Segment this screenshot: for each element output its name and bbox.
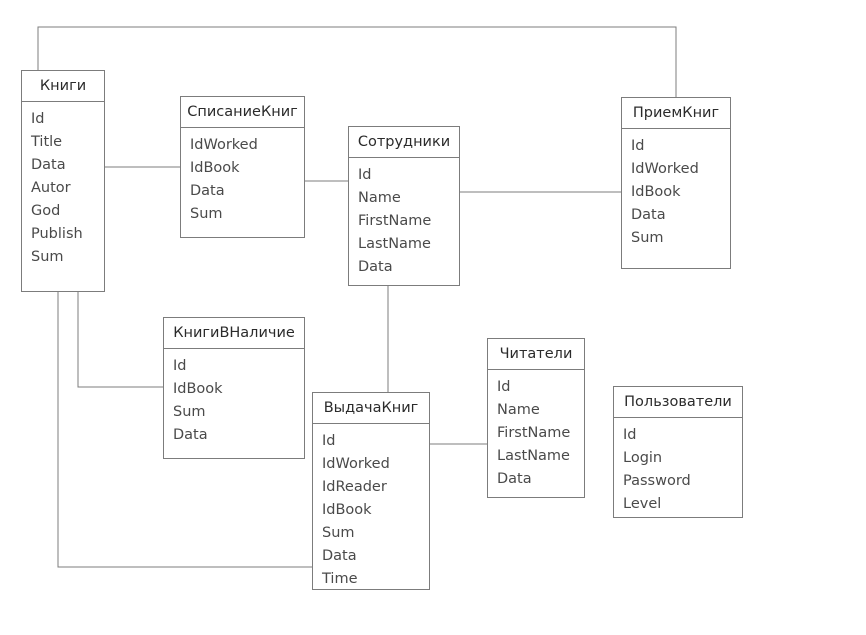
entity-field: LastName: [497, 448, 570, 464]
entity-field: Id: [322, 433, 336, 449]
entity-field: Data: [31, 157, 66, 173]
entity-field: Data: [358, 259, 393, 275]
entity-field: Data: [190, 183, 225, 199]
entity-title-priem-knig: ПриемКниг: [622, 98, 730, 129]
entity-field: Sum: [173, 404, 206, 420]
entity-field: Sum: [631, 230, 664, 246]
entity-field: IdWorked: [190, 137, 258, 153]
entity-field: Data: [631, 207, 666, 223]
relationship-knigi-priem-knig: [37, 26, 677, 97]
entity-title-knigi: Книги: [22, 71, 104, 102]
entity-title-chitateli: Читатели: [488, 339, 584, 370]
entity-field: IdBook: [631, 184, 681, 200]
entity-title-polzovateli: Пользователи: [614, 387, 742, 418]
entity-field: God: [31, 203, 61, 219]
entity-field: Sum: [190, 206, 223, 222]
entity-field: Id: [358, 167, 372, 183]
entity-field: Name: [497, 402, 540, 418]
entity-field: Data: [322, 548, 357, 564]
relationship-knigi-vydacha-knig: [57, 292, 312, 568]
entity-title-spisanie-knig: СписаниеКниг: [181, 97, 304, 128]
entity-field: Id: [497, 379, 511, 395]
entity-field: Data: [173, 427, 208, 443]
entity-title-knigi-v-nalichie: КнигиВНаличие: [164, 318, 304, 349]
entity-field: Sum: [322, 525, 355, 541]
entity-title-vydacha-knig: ВыдачаКниг: [313, 393, 429, 424]
entity-field: Name: [358, 190, 401, 206]
entity-field: IdBook: [173, 381, 223, 397]
entity-field: Id: [623, 427, 637, 443]
entity-field: Publish: [31, 226, 83, 242]
entity-field: Sum: [31, 249, 64, 265]
entity-field: Password: [623, 473, 691, 489]
relationship-knigi-knigi-v-nalichie: [77, 292, 163, 388]
entity-field: FirstName: [497, 425, 571, 441]
entity-field: IdBook: [322, 502, 372, 518]
entity-field: Autor: [31, 180, 71, 196]
entity-field: Level: [623, 496, 662, 512]
entity-field: Id: [31, 111, 45, 127]
entity-title-sotrudniki: Сотрудники: [349, 127, 459, 158]
entity-field: Id: [631, 138, 645, 154]
entity-field: Time: [322, 571, 358, 587]
entity-field: Data: [497, 471, 532, 487]
entity-field: Title: [31, 134, 63, 150]
entity-field: IdWorked: [631, 161, 699, 177]
entity-field: IdBook: [190, 160, 240, 176]
entity-field: LastName: [358, 236, 431, 252]
entity-field: Id: [173, 358, 187, 374]
entity-field: IdWorked: [322, 456, 390, 472]
entity-field: FirstName: [358, 213, 432, 229]
entity-field: IdReader: [322, 479, 387, 495]
entity-field: Login: [623, 450, 663, 466]
